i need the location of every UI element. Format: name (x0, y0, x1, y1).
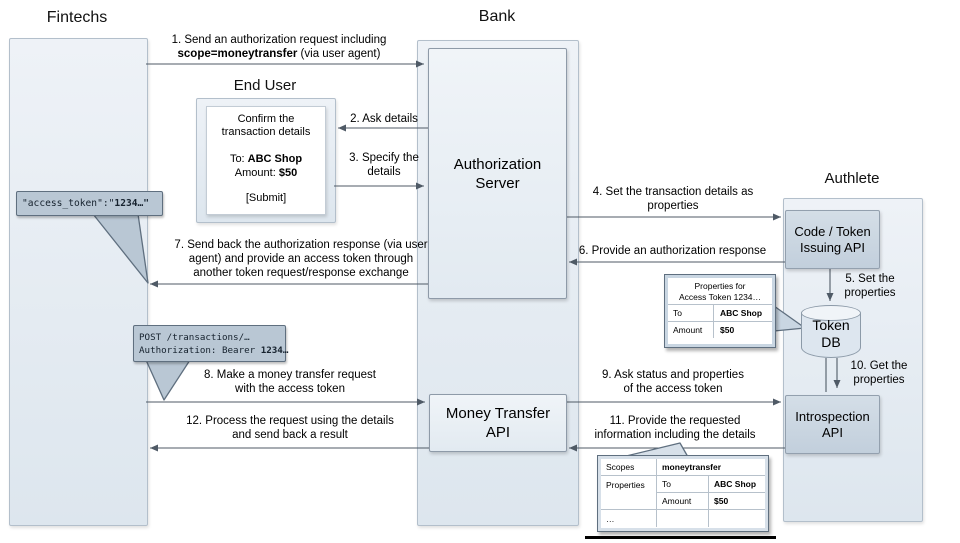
money-transfer-api-node: Money Transfer API (429, 394, 567, 452)
lane-title-fintechs: Fintechs (46, 9, 108, 26)
message-2-label: 2. Ask details (350, 113, 418, 125)
dialog-amount-line: Amount: $50 (234, 167, 298, 179)
result-properties-label: Properties (601, 476, 657, 510)
message-6-label: 6. Provide an authorization response (578, 245, 767, 257)
lane-title-end-user: End User (233, 77, 297, 94)
message-7-label: 7. Send back the authorization response … (174, 239, 428, 279)
message-1-label: 1. Send an authorization request includi… (171, 34, 387, 60)
dialog-to-line: To: ABC Shop (229, 153, 303, 165)
introspection-result-table: Scopes moneytransfer Properties To ABC S… (601, 459, 765, 528)
result-scopes-label: Scopes (601, 459, 657, 476)
token-properties-row: Amount $50 (668, 321, 772, 338)
token-db-node: Token DB (801, 305, 861, 358)
submit-button: [Submit] (245, 192, 287, 204)
result-scopes-value: moneytransfer (657, 459, 765, 476)
lane-title-authlete: Authlete (824, 170, 880, 187)
access-token-callout: "access_token":"1234…" (16, 191, 163, 216)
introspection-result-callout: Scopes moneytransfer Properties To ABC S… (597, 455, 769, 532)
post-request-callout: POST /transactions/… Authorization: Bear… (133, 325, 288, 362)
authorization-server-node: Authorization Server (428, 48, 567, 299)
code-token-issuing-api-label: Code / Token (794, 223, 871, 239)
message-12-label: 12. Process the request using the detail… (186, 415, 394, 441)
token-db-label: Token (812, 317, 850, 333)
introspection-api-node: Introspection API (785, 395, 880, 454)
token-properties-row: To ABC Shop (668, 304, 772, 321)
code-token-issuing-api-node: Code / Token Issuing API (785, 210, 880, 269)
result-ellipsis: … (601, 510, 657, 527)
callout-shadow-bar (585, 536, 776, 539)
introspection-api-label: Introspection (795, 408, 870, 424)
access-token-callout-tail (92, 213, 149, 284)
money-transfer-api-label: Money Transfer (445, 405, 551, 422)
authorization-server-label: Authorization (453, 155, 542, 173)
lane-title-bank: Bank (478, 8, 516, 25)
